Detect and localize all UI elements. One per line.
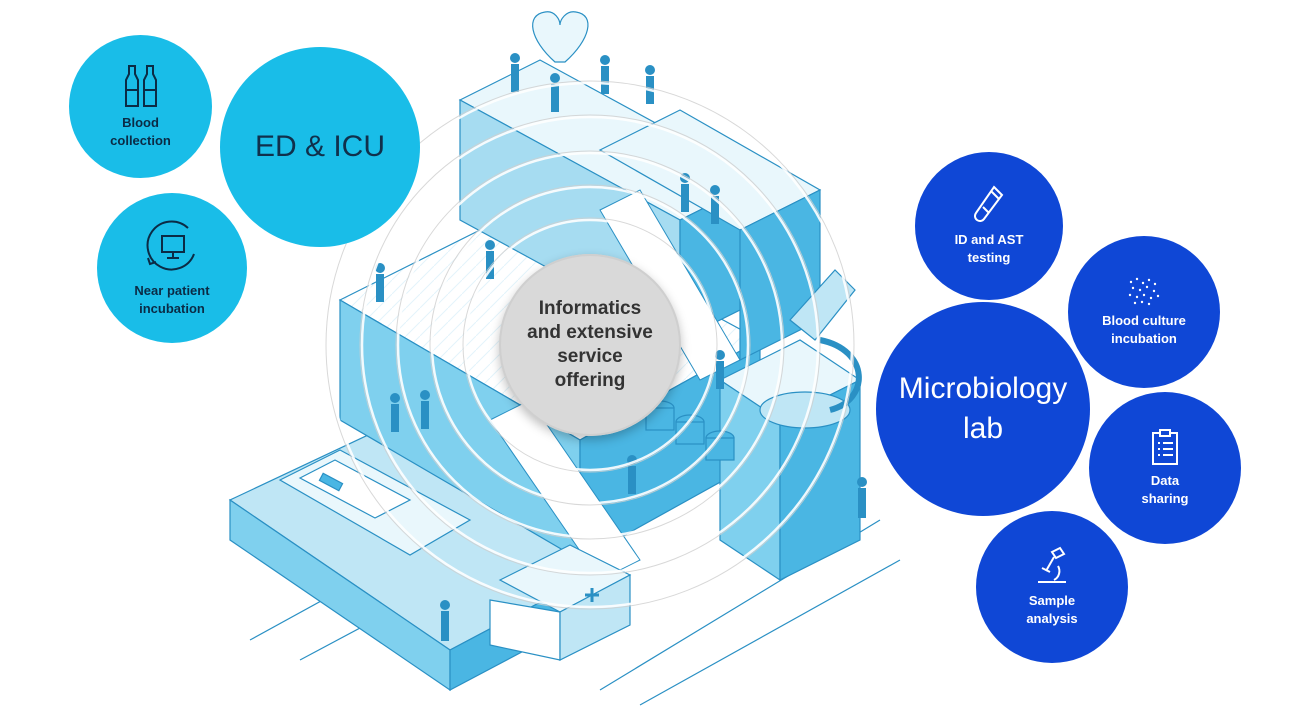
microscope-graphic bbox=[759, 269, 862, 429]
concentric-rings bbox=[326, 81, 854, 609]
data-sharing-bubble: Data sharing bbox=[1089, 392, 1241, 544]
informatics-center-circle: Informatics and extensive service offeri… bbox=[499, 254, 681, 436]
dots-icon bbox=[1128, 277, 1160, 306]
microbiology-lab-bubble: Microbiology lab bbox=[876, 302, 1090, 516]
id-ast-testing-label: ID and AST testing bbox=[954, 232, 1024, 265]
data-sharing-label: Data sharing bbox=[1141, 473, 1189, 506]
near-patient-incubation-bubble: Near patient incubation bbox=[97, 193, 247, 343]
sample-analysis-bubble: Sample analysis bbox=[976, 511, 1128, 663]
heart-graphic bbox=[532, 11, 589, 63]
near-patient-incubation-label: Near patient incubation bbox=[134, 283, 210, 316]
blood-collection-label: Blood collection bbox=[110, 114, 171, 148]
ambulance-graphic bbox=[489, 544, 632, 661]
sample-analysis-label: Sample analysis bbox=[1026, 593, 1078, 626]
blood-culture-incubation-bubble: Blood culture incubation bbox=[1068, 236, 1220, 388]
clipboard-icon bbox=[1152, 429, 1178, 465]
people-figures bbox=[375, 53, 867, 641]
ring-outlines bbox=[325, 80, 855, 610]
ed-icu-bubble: ED & ICU bbox=[220, 47, 420, 247]
monitor-cycle-icon bbox=[146, 220, 195, 271]
blood-collection-bubble: Blood collection bbox=[69, 35, 212, 178]
blood-culture-incubation-label: Blood culture incubation bbox=[1102, 313, 1186, 346]
bottles-icon bbox=[124, 64, 157, 107]
microscope-icon bbox=[1038, 546, 1066, 583]
test-tube-icon bbox=[974, 185, 1004, 222]
id-ast-testing-bubble: ID and AST testing bbox=[915, 152, 1063, 300]
informatics-label: Informatics and extensive service offeri… bbox=[527, 298, 653, 391]
microbiology-lab-label: Microbiology lab bbox=[898, 372, 1068, 445]
ed-icu-label: ED & ICU bbox=[254, 130, 386, 163]
stairs bbox=[489, 189, 741, 581]
